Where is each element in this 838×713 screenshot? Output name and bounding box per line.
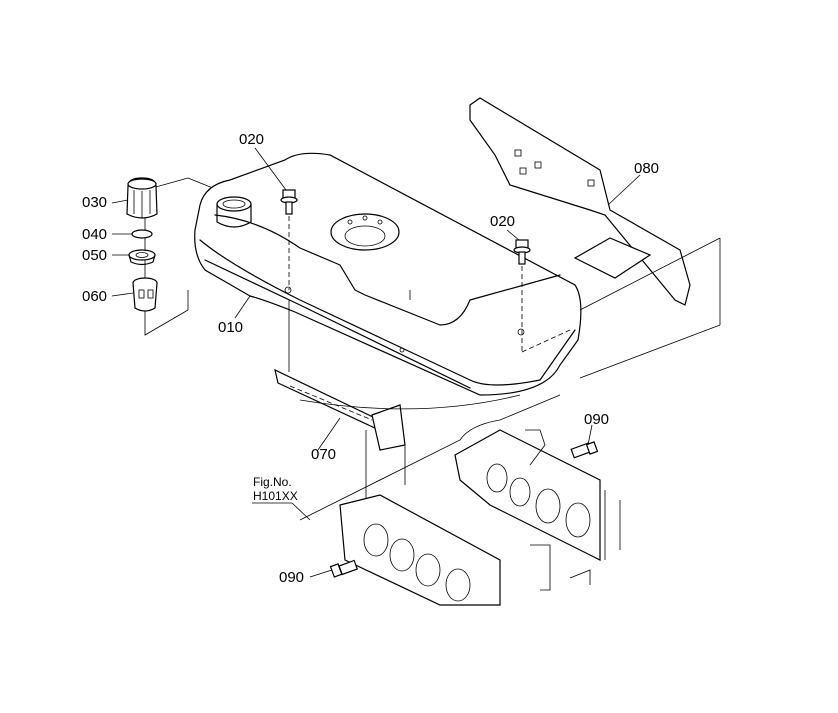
bracket-070 <box>274 300 406 505</box>
bolt-right <box>513 239 571 353</box>
filter-ring <box>128 249 156 266</box>
figure-ref-label: Fig.No. <box>253 475 292 489</box>
callout-060: 060 <box>82 288 108 305</box>
callout-070: 070 <box>311 446 337 463</box>
callout-090-right: 090 <box>584 411 610 428</box>
callout-020-right: 020 <box>490 213 516 230</box>
callout-030: 030 <box>82 194 108 211</box>
fuel-cap <box>126 177 158 219</box>
callout-040: 040 <box>82 226 108 243</box>
figure-ref: Fig.No. H101XX <box>253 475 298 504</box>
callout-010: 010 <box>218 319 244 336</box>
leader-lines <box>111 147 641 578</box>
callout-050: 050 <box>82 247 108 264</box>
bolt-left <box>280 189 298 290</box>
bracket-080 <box>469 97 721 379</box>
callout-020-left: 020 <box>239 131 265 148</box>
bolt-090-right <box>570 441 599 459</box>
callout-090-left: 090 <box>279 569 305 586</box>
figure-ref-number[interactable]: H101XX <box>253 488 298 503</box>
bolt-090-left <box>329 559 358 578</box>
frame <box>299 394 621 606</box>
gasket <box>131 229 153 239</box>
callout-080: 080 <box>634 160 660 177</box>
strainer <box>132 277 158 312</box>
